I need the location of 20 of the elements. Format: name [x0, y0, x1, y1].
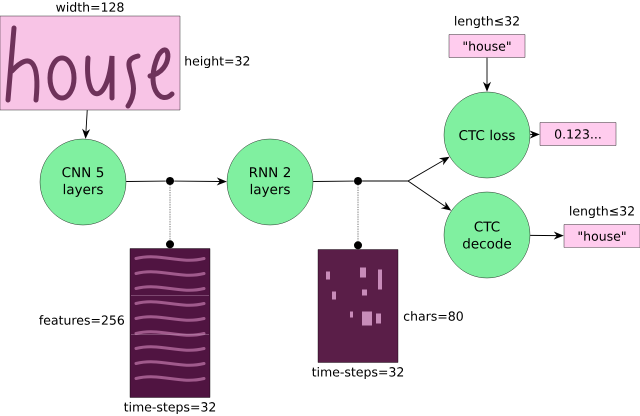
junction-dot: [354, 177, 362, 185]
dimension-label: length≤32: [455, 16, 519, 28]
connector-line: [166, 184, 174, 248]
dimension-label: time-steps=32: [312, 366, 404, 380]
junction-dot: [166, 177, 174, 185]
dimension-label: width=128: [56, 2, 124, 12]
line: [126, 180, 166, 182]
value-box: "house": [448, 34, 526, 58]
value-box: 0.123...: [540, 122, 616, 146]
character-matrix-image: [318, 249, 398, 363]
dimension-label: time-steps=32: [124, 402, 216, 414]
handwriting-image: [0, 16, 180, 110]
line: [312, 180, 354, 182]
value-box: "house": [564, 224, 640, 248]
dimension-label: features=256: [39, 315, 124, 325]
connector-line: [354, 184, 362, 250]
dimension-label: length≤32: [570, 206, 634, 218]
dimension-label: chars=80: [404, 311, 463, 321]
feature-map-image: [130, 248, 210, 398]
dimension-label: height=32: [185, 56, 250, 68]
